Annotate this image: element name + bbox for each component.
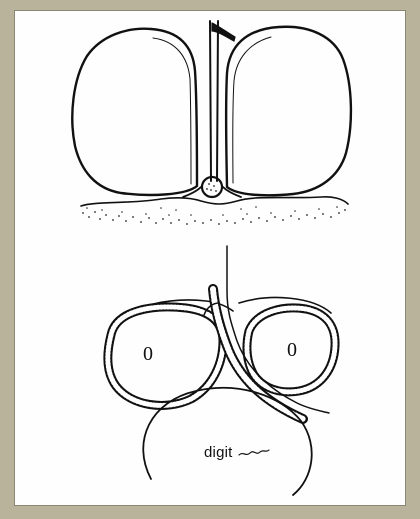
ring-mark-left: 0 — [143, 343, 153, 366]
base-outline — [81, 197, 348, 206]
central-septum — [210, 21, 218, 181]
digit-squiggle — [239, 450, 269, 455]
central-vessel — [202, 177, 222, 197]
vessel-stipple — [206, 183, 217, 192]
left-lobe-inner — [153, 38, 191, 184]
right-lobe-inner — [233, 37, 271, 183]
right-lobe — [226, 27, 351, 196]
septum-top-wedge — [212, 23, 235, 41]
illustration-panel: 0 0 digit — [14, 10, 406, 506]
top-cross-section — [72, 21, 351, 225]
digit-label: digit — [204, 444, 233, 461]
left-lobe — [72, 29, 197, 195]
ring-mark-right: 0 — [287, 339, 297, 362]
stippled-base — [82, 206, 346, 225]
anatomy-diagram — [15, 11, 407, 507]
